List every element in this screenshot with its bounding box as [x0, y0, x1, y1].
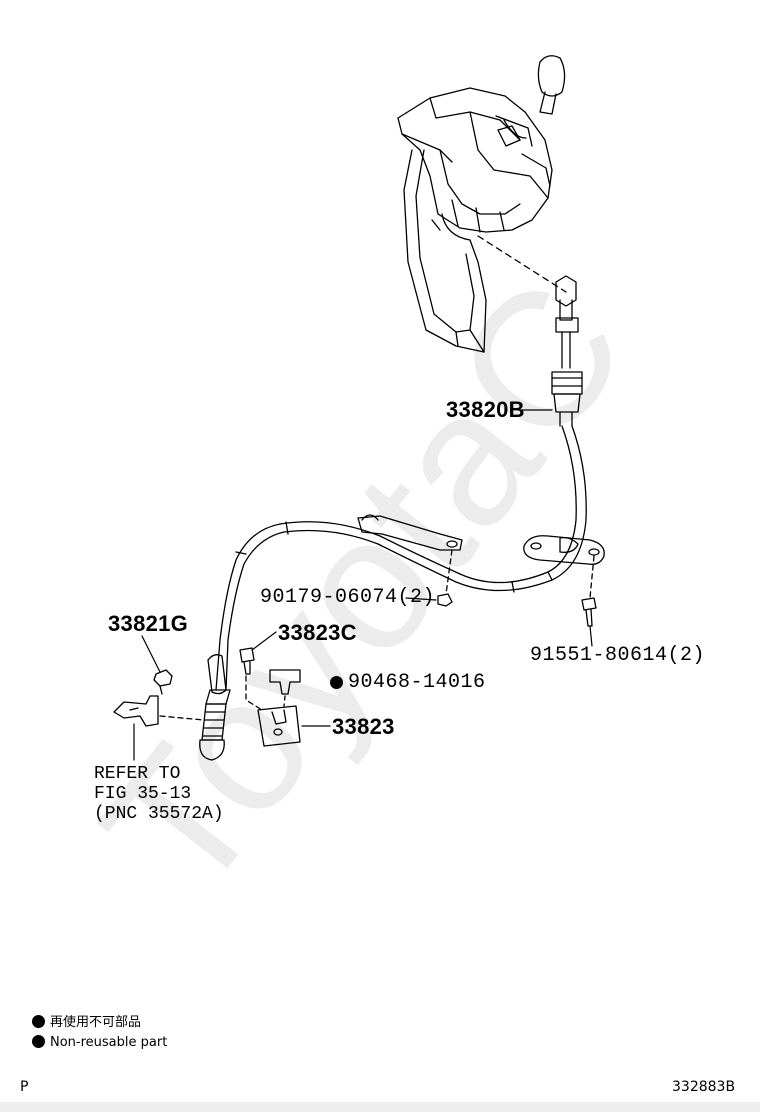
label-33823: 33823	[332, 714, 395, 739]
refer-note-line-3: (PNC 35572A)	[94, 804, 224, 824]
bolt-91551	[581, 597, 597, 627]
legend-en: Non-reusable part	[32, 1035, 167, 1049]
bolt-33823C	[239, 647, 255, 675]
label-33823C: 33823C	[278, 620, 357, 645]
nut-90179	[437, 593, 453, 607]
legend-dot-icon	[32, 1035, 45, 1048]
label-33820B: 33820B	[446, 397, 525, 422]
shift-lever-assembly	[397, 55, 566, 353]
shift-cable-upper-end	[551, 275, 583, 427]
legend-jp-text: 再使用不可部品	[50, 1015, 142, 1030]
cushion-33821G	[153, 669, 173, 695]
clip-90468	[269, 669, 301, 695]
non-reusable-dot-icon	[330, 676, 343, 689]
leader-lines	[133, 409, 593, 761]
label-90468-14016-text: 90468-14016	[348, 671, 486, 694]
cable-clamp-bracket	[357, 514, 463, 551]
legend-jp: 再使用不可部品	[32, 1015, 141, 1029]
legend-dot-icon	[32, 1015, 45, 1028]
retainer-33823	[257, 705, 301, 747]
label-90179-06074: 90179-06074(2)	[260, 586, 436, 609]
label-33821G: 33821G	[108, 611, 189, 636]
refer-note-line-1: REFER TO	[94, 764, 181, 784]
shift-cable-lower-end	[199, 654, 231, 761]
shift-cable	[215, 425, 587, 691]
cable-flange-plate	[523, 535, 605, 565]
label-91551-80614: 91551-80614(2)	[530, 644, 706, 667]
figure-id: 332883B	[672, 1079, 736, 1095]
label-90468-14016: 90468-14016	[330, 673, 486, 693]
legend-en-text: Non-reusable part	[50, 1035, 168, 1050]
mounting-bracket	[113, 695, 159, 727]
refer-note-line-2: FIG 35-13	[94, 784, 192, 804]
footer-bar	[0, 1102, 760, 1112]
footer-left-code: P	[20, 1079, 29, 1095]
